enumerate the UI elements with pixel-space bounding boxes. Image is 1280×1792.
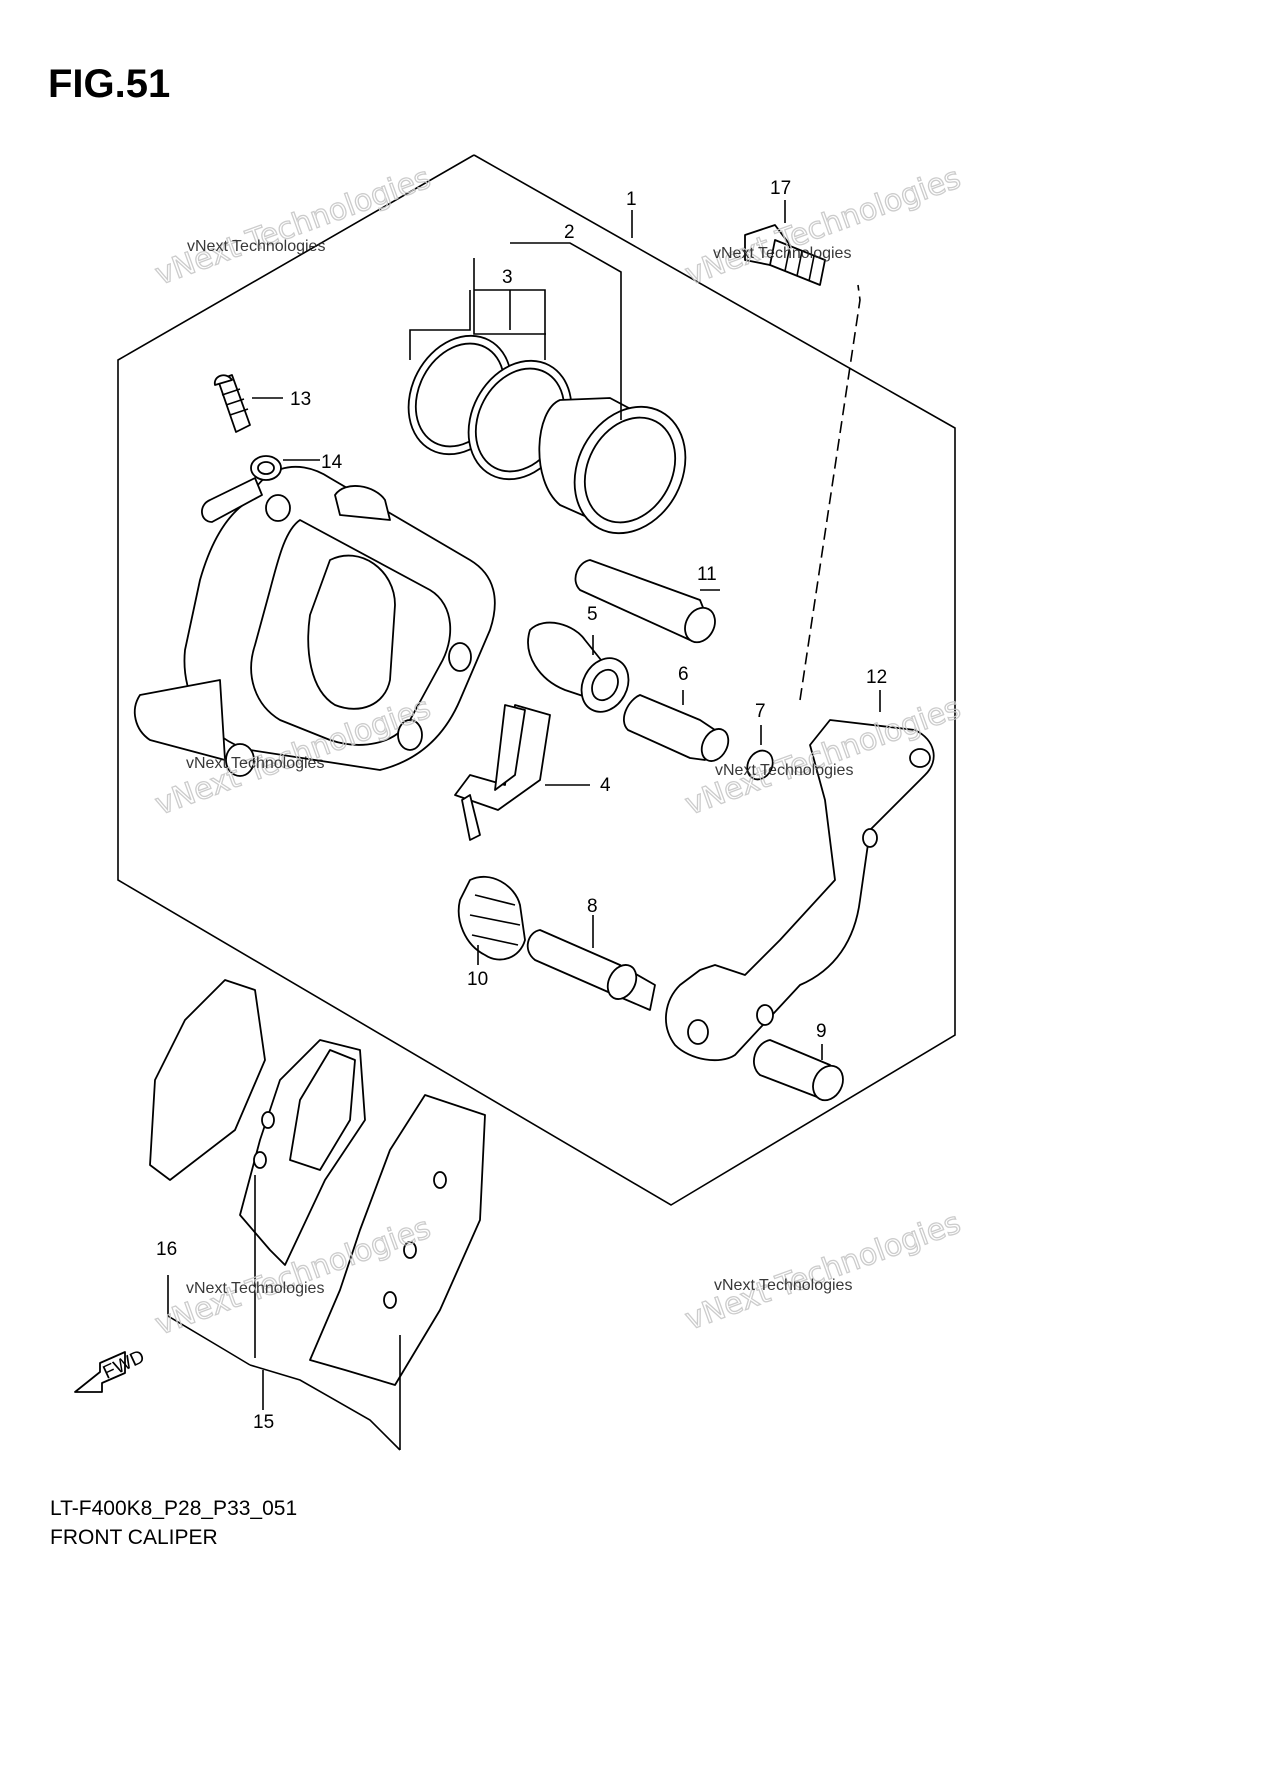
slide-pin-lower	[526, 929, 656, 1011]
watermark-small-1: vNext Technologies	[187, 238, 325, 255]
mounting-bolt	[744, 224, 826, 286]
part-label-2: 2	[564, 222, 575, 243]
sleeve	[753, 1039, 844, 1102]
assembly-outline	[117, 154, 956, 1206]
part-label-9: 9	[816, 1021, 827, 1042]
bleeder-valve	[214, 374, 251, 433]
leader-lines	[167, 200, 881, 1451]
part-label-14: 14	[321, 452, 343, 473]
figure-title: FIG.51	[48, 62, 171, 106]
part-number-labels: 1 2 3 4 5 6 7 8 9 10 11 12 13 14 15 16 1…	[156, 178, 887, 1433]
brake-pad-set	[149, 979, 486, 1386]
watermark-small-3: vNext Technologies	[186, 755, 324, 772]
part-label-1: 1	[626, 189, 637, 210]
boot-upper	[527, 621, 630, 713]
watermark-big-1: vNext Technologies	[151, 160, 435, 292]
part-label-4: 4	[600, 775, 611, 796]
slide-pin-6	[623, 694, 730, 762]
dashed-leader	[799, 284, 861, 701]
part-label-17: 17	[770, 178, 791, 199]
forward-arrow-icon: FWD	[74, 1346, 148, 1393]
part-label-12: 12	[866, 667, 887, 688]
slide-pin-upper	[574, 559, 716, 644]
part-label-13: 13	[290, 389, 311, 410]
part-label-6: 6	[678, 664, 689, 685]
washer	[746, 749, 774, 781]
part-label-16: 16	[156, 1239, 177, 1260]
piston	[538, 397, 687, 535]
part-label-5: 5	[587, 604, 598, 625]
part-label-3: 3	[502, 267, 513, 288]
watermark-small-6: vNext Technologies	[714, 1277, 852, 1294]
part-label-8: 8	[587, 896, 598, 917]
bleeder-cap	[201, 455, 282, 523]
part-label-11: 11	[697, 564, 717, 585]
watermark-small-5: vNext Technologies	[186, 1280, 324, 1297]
pad-spring	[454, 704, 551, 841]
piston-seals	[407, 334, 573, 481]
boot-lower	[457, 875, 526, 961]
watermark-small-4: vNext Technologies	[715, 762, 853, 779]
part-label-10: 10	[467, 969, 488, 990]
caliper-bracket	[665, 719, 935, 1062]
diagram-code: LT-F400K8_P28_P33_051	[50, 1497, 298, 1520]
part-label-15: 15	[253, 1412, 274, 1433]
part-label-7: 7	[755, 701, 766, 722]
caliper-body	[133, 465, 496, 777]
watermark-small-2: vNext Technologies	[713, 245, 851, 262]
diagram-caption: FRONT CALIPER	[50, 1526, 218, 1549]
watermark-big-6: vNext Technologies	[681, 1205, 965, 1337]
